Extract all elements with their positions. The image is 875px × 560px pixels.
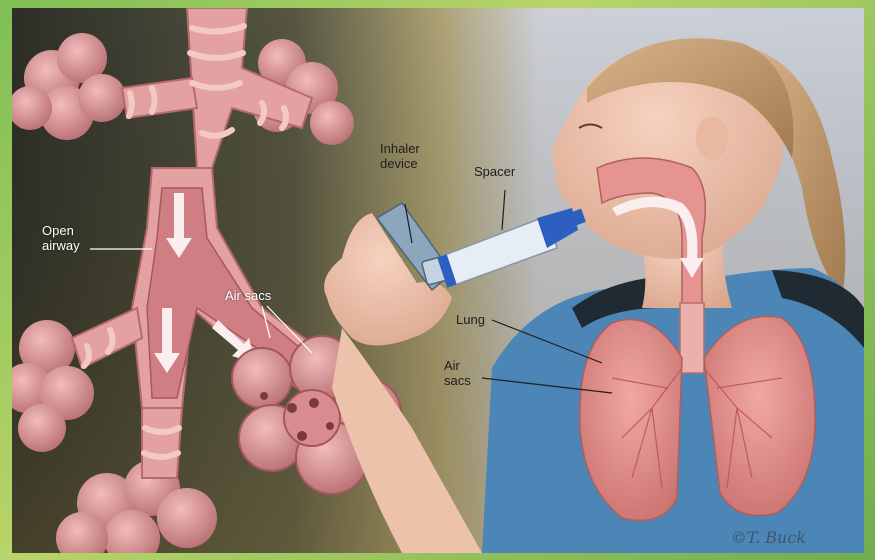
asthma-inhaler-illustration (12, 8, 864, 553)
label-spacer: Spacer (474, 164, 515, 179)
label-inhaler-device: Inhaler device (380, 141, 420, 171)
illustration-canvas: Open airway Air sacs Inhaler device Spac… (12, 8, 864, 553)
trachea (680, 303, 704, 373)
label-air-sacs-right: Air sacs (444, 358, 471, 388)
label-lung: Lung (456, 312, 485, 327)
label-air-sacs-left: Air sacs (225, 288, 271, 303)
label-open-airway: Open airway (42, 223, 80, 253)
artist-signature: ©T. Buck (731, 528, 806, 547)
ear (696, 116, 728, 160)
